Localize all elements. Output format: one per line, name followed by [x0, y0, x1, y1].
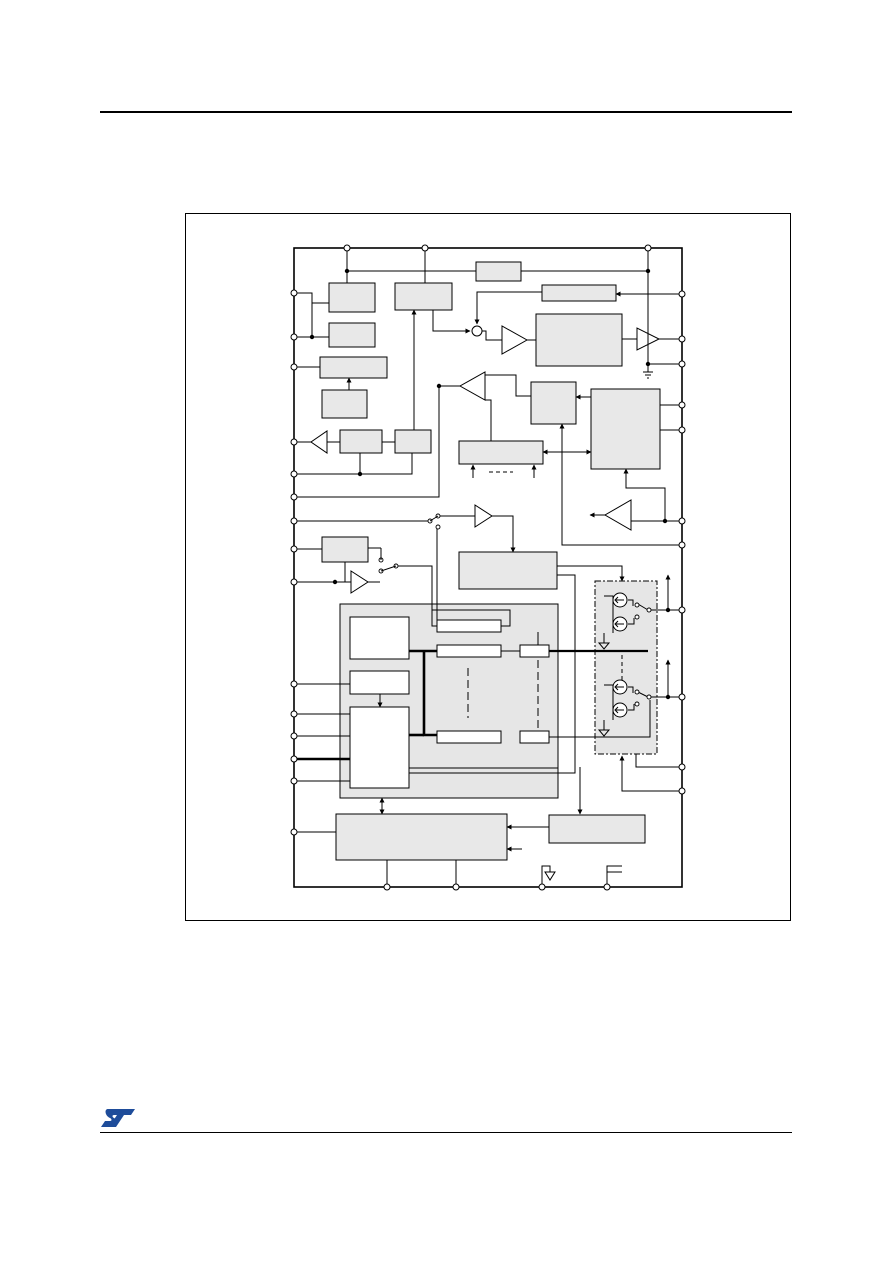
left-buffer	[310, 430, 328, 454]
block-center-1	[530, 381, 577, 425]
block-left-6	[321, 536, 369, 563]
block-left-1	[328, 282, 376, 313]
amplifier-main	[501, 325, 529, 355]
input-buffer-1	[474, 504, 493, 528]
block-top-small	[475, 261, 522, 282]
block-bottom-main	[335, 813, 508, 861]
block-top-mid	[394, 282, 453, 311]
core-block-b	[349, 670, 410, 695]
st-logo-shape	[101, 1109, 135, 1127]
feedback-amp	[458, 371, 486, 401]
pins	[290, 244, 686, 891]
chip-outline	[293, 247, 683, 888]
footer-rule	[100, 1132, 792, 1133]
comparator	[603, 499, 632, 531]
block-main-right	[535, 313, 623, 367]
block-right-tall	[590, 388, 661, 470]
core-block-c	[349, 706, 410, 789]
block-left-5	[394, 429, 432, 454]
st-logo-icon	[101, 1109, 135, 1127]
core-small-1	[519, 644, 550, 658]
core-bar-3	[436, 730, 502, 744]
block-left-2	[328, 322, 376, 348]
core-small-2	[519, 730, 550, 744]
block-left-4	[339, 429, 383, 454]
core-bar-2	[436, 644, 502, 658]
block-left-3	[321, 389, 368, 419]
header-rule	[100, 111, 792, 113]
block-top-right	[541, 284, 617, 302]
block-left-wide	[319, 356, 388, 379]
figure-frame	[185, 213, 791, 921]
input-buffer-2	[350, 570, 369, 594]
core-bar-1	[436, 619, 502, 633]
core-block-a	[349, 616, 410, 660]
summing-node	[471, 325, 483, 337]
block-bottom-right	[548, 814, 646, 844]
block-center-wide	[458, 440, 544, 465]
block-center-2	[458, 551, 558, 590]
